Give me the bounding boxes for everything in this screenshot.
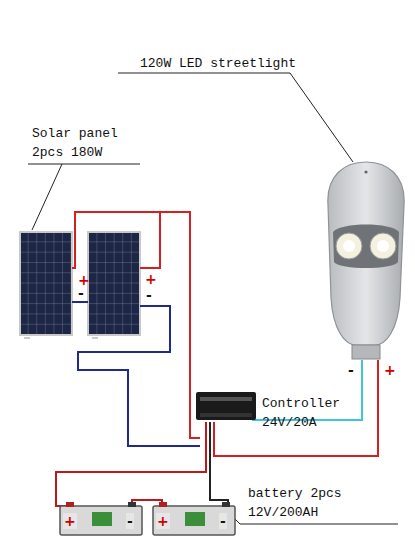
title-label: 120W LED streetlight	[140, 54, 310, 73]
polarity-sign: +	[144, 271, 158, 287]
component-label: Solar panel 2pcs 180W	[32, 124, 132, 162]
polarity-sign: -	[145, 287, 153, 303]
polarity-sign: +	[383, 362, 397, 378]
component-label: Controller 24V/20A	[262, 394, 352, 432]
polarity-sign: +	[63, 513, 77, 529]
solar-panels	[20, 232, 140, 338]
polarity-sign: -	[347, 362, 355, 378]
polarity-sign: -	[126, 513, 134, 529]
component-label: battery 2pcs 12V/200AH	[248, 484, 353, 522]
led-streetlight	[328, 162, 404, 359]
batteries	[60, 502, 235, 535]
polarity-sign: +	[156, 513, 170, 529]
polarity-sign: -	[219, 513, 227, 529]
charge-controller	[196, 392, 256, 420]
polarity-sign: -	[77, 285, 85, 301]
